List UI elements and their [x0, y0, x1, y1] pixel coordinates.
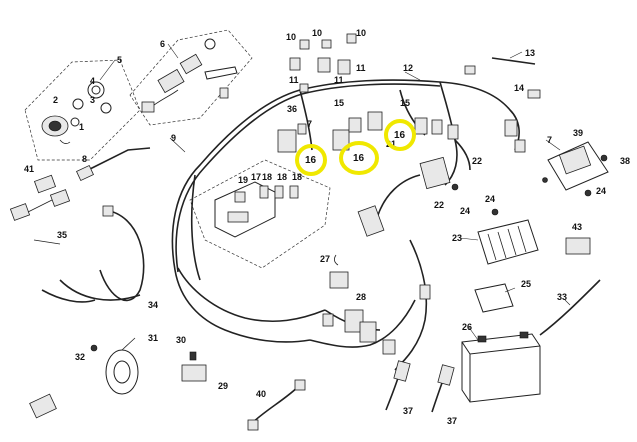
callout-18a: 18 — [262, 172, 272, 182]
callout-16b: 16 — [353, 153, 365, 164]
callout-32: 32 — [75, 352, 85, 362]
callout-24c: 24 — [460, 206, 470, 216]
front-arrow-icon — [29, 393, 57, 419]
callout-39: 39 — [573, 128, 583, 138]
callout-27: 27 — [320, 254, 330, 264]
handlebar-switch-inset-box — [129, 29, 253, 126]
ignition-coil — [357, 156, 459, 237]
callout-10b: 10 — [312, 28, 322, 38]
callout-8: 8 — [82, 154, 87, 164]
ignition-switch-parts — [41, 81, 112, 144]
callout-11a: 11 — [289, 75, 299, 85]
sensor-8 — [76, 147, 151, 182]
callout-7a: 7 — [307, 119, 312, 129]
callout-12: 12 — [403, 63, 413, 73]
cdi-bracket — [542, 141, 609, 197]
main-wiring-harness — [171, 65, 526, 371]
highlighted-callouts: 16 16 16 — [295, 119, 416, 176]
callout-1: 1 — [79, 122, 84, 132]
callout-22b: 22 — [434, 200, 444, 210]
callout-38: 38 — [620, 156, 630, 166]
callout-30: 30 — [176, 335, 186, 345]
callout-37a: 37 — [403, 406, 413, 416]
battery — [461, 331, 541, 403]
callout-28: 28 — [356, 292, 366, 302]
callout-16a: 16 — [305, 155, 317, 166]
callout-15a: 15 — [334, 98, 344, 108]
callout-35: 35 — [57, 230, 67, 240]
callout-36: 36 — [287, 104, 297, 114]
callout-37b: 37 — [447, 416, 457, 426]
callout-22a: 22 — [472, 156, 482, 166]
callout-10c: 10 — [356, 28, 366, 38]
horn — [90, 337, 139, 395]
callout-26: 26 — [462, 322, 472, 332]
callout-24b: 24 — [596, 186, 606, 196]
switch-41 — [9, 174, 71, 221]
relay-block-inset-box — [189, 159, 331, 269]
callout-labels: 5 4 3 2 1 6 10 10 10 11 11 11 12 13 14 3… — [24, 28, 630, 426]
callout-41: 41 — [24, 164, 34, 174]
callout-33: 33 — [557, 292, 567, 302]
callout-4: 4 — [90, 76, 95, 86]
handlebar-switch-parts — [141, 38, 238, 113]
ignition-switch-inset-box — [24, 59, 141, 161]
callout-10a: 10 — [286, 32, 296, 42]
highlight-ring-16c — [384, 119, 416, 151]
callout-31: 31 — [148, 333, 158, 343]
callout-40: 40 — [256, 389, 266, 399]
left-wires — [33, 205, 145, 303]
callout-14: 14 — [514, 83, 524, 93]
callout-17: 17 — [251, 172, 261, 182]
callout-18b: 18 — [277, 172, 287, 182]
callout-3: 3 — [90, 95, 95, 105]
callout-6: 6 — [160, 39, 165, 49]
voltage-regulator — [477, 208, 539, 265]
plug-caps — [385, 360, 455, 413]
callout-25: 25 — [521, 279, 531, 289]
relay-block — [214, 181, 299, 238]
sub-harness-40 — [247, 379, 306, 431]
callout-43: 43 — [572, 222, 582, 232]
callout-15b: 15 — [400, 98, 410, 108]
callout-24a: 24 — [485, 194, 495, 204]
relay-cluster — [289, 33, 357, 75]
callout-13: 13 — [525, 48, 535, 58]
callout-23: 23 — [452, 233, 462, 243]
highlight-ring-16b — [339, 141, 379, 175]
flasher-relay — [181, 351, 207, 382]
cable-33 — [539, 279, 601, 336]
callout-19: 19 — [238, 175, 248, 185]
callout-9: 9 — [171, 133, 176, 143]
relays-16 — [277, 111, 383, 153]
callout-18c: 18 — [292, 172, 302, 182]
callout-2: 2 — [53, 95, 58, 105]
wire-13 — [491, 57, 536, 65]
callout-29: 29 — [218, 381, 228, 391]
callout-16c: 16 — [394, 130, 406, 141]
callout-11c: 11 — [356, 63, 366, 73]
callout-7b: 7 — [547, 135, 552, 145]
leader-lines — [99, 43, 571, 341]
callout-34: 34 — [148, 300, 158, 310]
highlight-ring-16a — [295, 144, 327, 176]
relay-43 — [565, 237, 591, 255]
callout-5: 5 — [117, 55, 122, 65]
starter-relay — [329, 254, 349, 289]
fuse-box-25 — [474, 283, 514, 313]
sensor-14 — [527, 89, 541, 99]
callout-11b: 11 — [334, 75, 344, 85]
